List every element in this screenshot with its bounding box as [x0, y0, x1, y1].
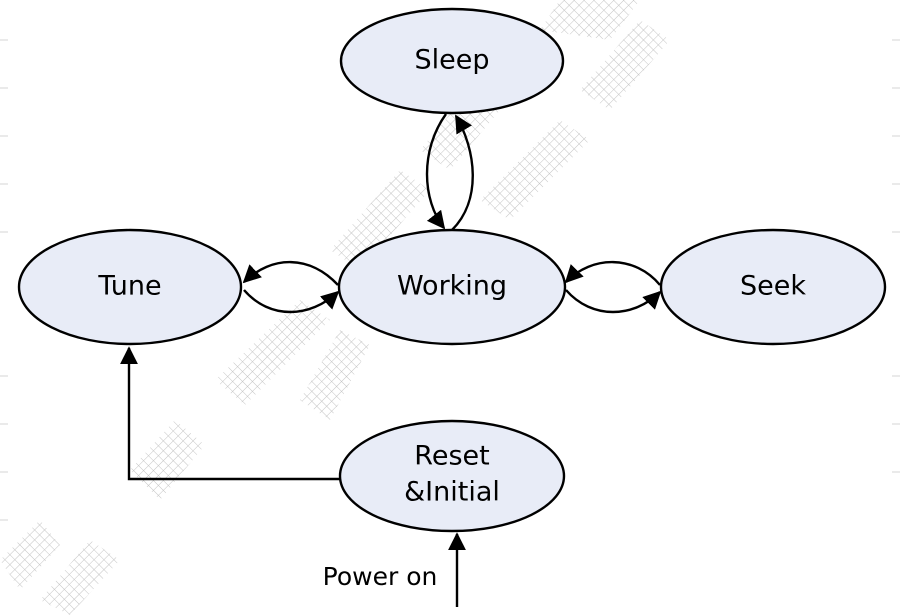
- node-reset-label-line1: Reset: [414, 441, 489, 472]
- watermark: [0, 0, 670, 615]
- edge-working-to-sleep: [451, 114, 474, 231]
- node-tune-label: Tune: [97, 271, 161, 302]
- node-working: Working: [337, 228, 567, 346]
- margin-guides: [0, 39, 900, 521]
- node-reset: Reset &Initial: [338, 419, 566, 533]
- power-on-label: Power on: [323, 562, 438, 591]
- edge-working-to-seek: [565, 289, 662, 314]
- node-working-label: Working: [397, 271, 507, 302]
- node-sleep: Sleep: [339, 7, 565, 115]
- edge-working-to-tune: [242, 260, 339, 286]
- node-seek-label: Seek: [740, 271, 806, 302]
- edges: [120, 113, 662, 607]
- edge-seek-to-working: [564, 260, 661, 286]
- edge-tune-to-working: [243, 289, 340, 314]
- node-sleep-label: Sleep: [414, 45, 489, 76]
- edge-sleep-to-working: [425, 113, 447, 230]
- node-seek: Seek: [659, 228, 887, 346]
- node-tune: Tune: [17, 228, 243, 346]
- node-reset-label-line2: &Initial: [404, 477, 500, 508]
- edge-reset-to-tune: [120, 346, 340, 481]
